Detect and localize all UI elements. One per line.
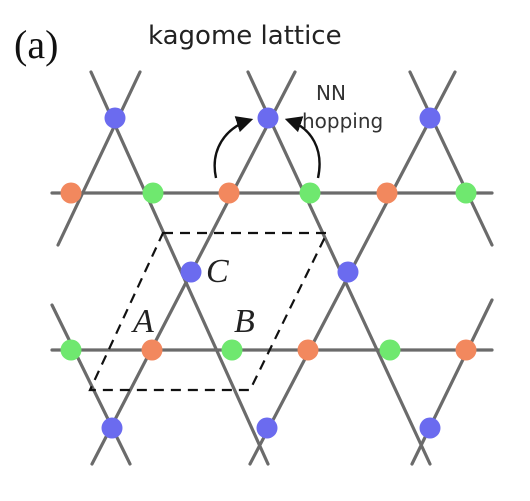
site-b xyxy=(379,339,401,361)
site-c xyxy=(101,417,123,439)
site-a xyxy=(60,182,82,204)
site-b xyxy=(142,182,164,204)
sublattice-label-c: C xyxy=(206,253,229,290)
site-b xyxy=(299,182,321,204)
sublattice-label-a: A xyxy=(131,303,154,340)
site-c xyxy=(419,417,441,439)
sublattice-label-b: B xyxy=(234,303,255,340)
site-b xyxy=(455,182,477,204)
bond-diagonal-4 xyxy=(50,303,132,466)
nn-hopping-label-line2: hopping xyxy=(302,109,383,133)
lattice-bonds xyxy=(50,70,494,466)
panel-label: (a) xyxy=(14,22,58,67)
site-c xyxy=(104,107,126,129)
site-b xyxy=(60,339,82,361)
site-c xyxy=(257,107,279,129)
site-b xyxy=(221,339,243,361)
site-a xyxy=(455,339,477,361)
site-a xyxy=(218,182,240,204)
site-c xyxy=(337,261,359,283)
site-c xyxy=(256,417,278,439)
unit-cell-outline xyxy=(88,231,329,392)
site-a xyxy=(376,182,398,204)
figure-title: kagome lattice xyxy=(148,21,342,51)
site-a xyxy=(297,339,319,361)
hopping-arrow-left xyxy=(213,116,254,179)
bond-antidiagonal-1 xyxy=(56,70,142,247)
bond-diagonal-1 xyxy=(89,70,270,466)
lattice-sites xyxy=(60,107,477,439)
hopping-arrow-right xyxy=(284,116,321,179)
site-a xyxy=(141,339,163,361)
bond-antidiagonal-4 xyxy=(410,298,494,466)
site-c xyxy=(180,261,202,283)
site-c xyxy=(419,107,441,129)
bond-diagonal-3 xyxy=(408,70,494,247)
nn-hopping-label-line1: NN xyxy=(316,81,346,105)
